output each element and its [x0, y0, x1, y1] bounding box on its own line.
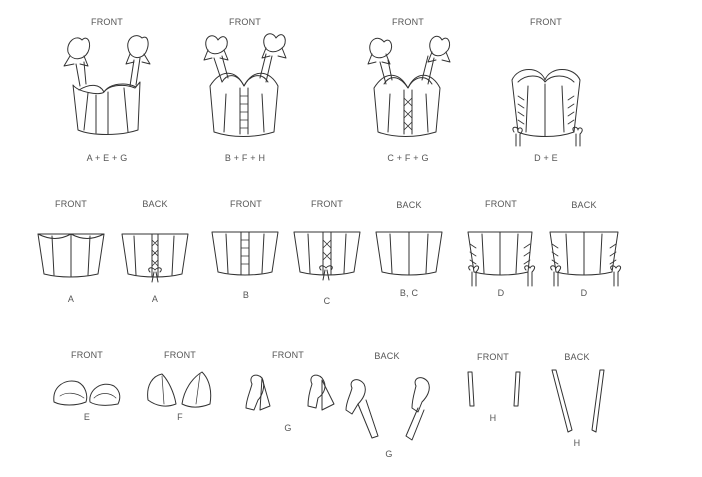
piece-caption: C: [323, 296, 331, 306]
piece-caption: D: [497, 288, 505, 298]
drawing-view-c-f-g: [367, 35, 451, 137]
drawing-piece-e-cups: [53, 380, 121, 406]
view-label: FRONT: [485, 199, 517, 209]
drawing-piece-f-cups: [147, 371, 212, 408]
view-label: FRONT: [230, 199, 262, 209]
figure-caption: B + F + H: [224, 153, 266, 163]
drawing-piece-g-front: [245, 374, 335, 411]
piece-caption: B, C: [399, 288, 419, 298]
view-label: FRONT: [91, 17, 123, 27]
piece-caption: H: [489, 413, 497, 423]
drawing-piece-g-back: [345, 377, 430, 441]
drawing-piece-bc-back: [375, 231, 443, 276]
drawing-piece-d-front: [467, 231, 536, 287]
drawing-piece-a-back: [121, 233, 189, 283]
view-label: BACK: [564, 352, 590, 362]
view-label: FRONT: [311, 199, 343, 209]
piece-caption: A: [151, 294, 159, 304]
view-label: BACK: [571, 200, 597, 210]
piece-caption: A: [67, 294, 75, 304]
view-label: BACK: [396, 200, 422, 210]
drawing-piece-a-front: [37, 233, 105, 278]
piece-caption: B: [242, 290, 250, 300]
drawing-piece-h-front: [467, 371, 521, 407]
view-label: BACK: [142, 199, 168, 209]
view-label: FRONT: [392, 17, 424, 27]
view-label: FRONT: [477, 352, 509, 362]
piece-caption: G: [385, 449, 393, 459]
piece-caption: E: [83, 412, 91, 422]
view-label: FRONT: [530, 17, 562, 27]
piece-caption: F: [177, 412, 183, 422]
view-label: FRONT: [55, 199, 87, 209]
drawing-view-a-e-g: [63, 35, 151, 135]
drawing-piece-d-back: [549, 231, 622, 287]
figure-caption: D + E: [534, 153, 558, 163]
piece-caption: H: [573, 438, 581, 448]
view-label: BACK: [374, 351, 400, 361]
figure-caption: C + F + G: [387, 153, 429, 163]
piece-caption: G: [284, 423, 292, 433]
view-label: FRONT: [229, 17, 261, 27]
figure-caption: A + E + G: [86, 153, 128, 163]
view-label: FRONT: [272, 350, 304, 360]
drawing-view-b-f-h: [203, 33, 287, 137]
drawing-piece-h-back: [551, 369, 605, 433]
view-label: FRONT: [71, 350, 103, 360]
piece-caption: D: [580, 288, 588, 298]
drawing-piece-c-front: [293, 231, 361, 281]
view-label: FRONT: [164, 350, 196, 360]
drawing-piece-b-front: [211, 231, 279, 276]
drawing-view-d-e: [511, 69, 583, 147]
